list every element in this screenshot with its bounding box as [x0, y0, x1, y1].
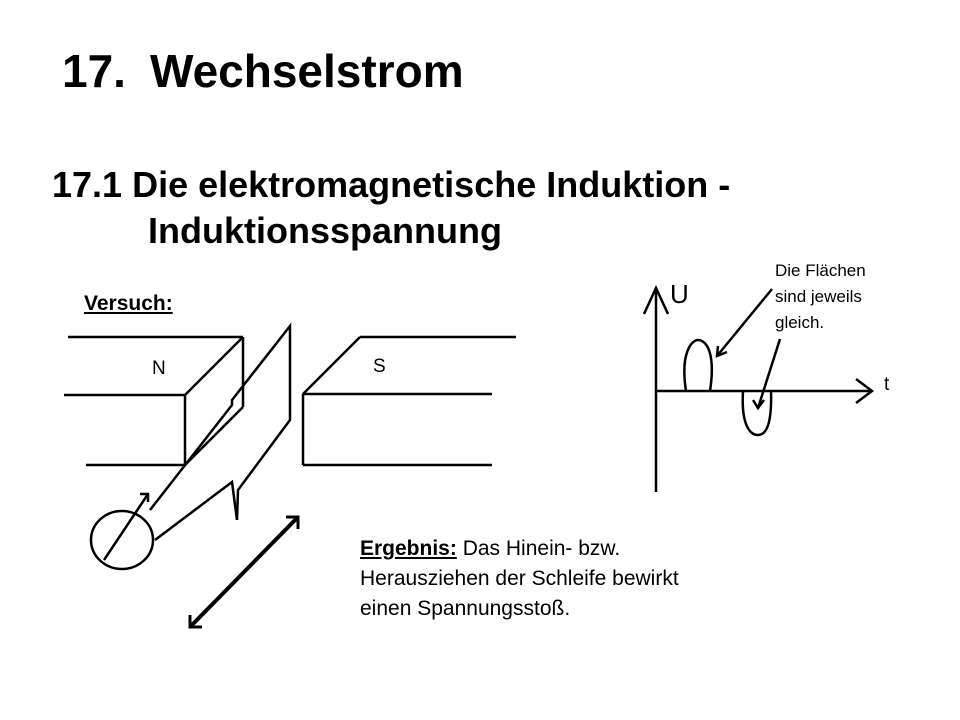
graph-x-label: t	[884, 374, 890, 395]
north-pole-label: N	[152, 358, 166, 379]
experiment-label: Versuch:	[84, 292, 173, 315]
area-note-line-3: gleich.	[775, 313, 825, 332]
south-pole-label: S	[373, 356, 386, 377]
result-text: Ergebnis: Das Hinein- bzw. Herausziehen …	[360, 534, 679, 624]
voltage-time-graph	[642, 285, 875, 492]
positive-pulse	[683, 338, 714, 392]
result-line-3: einen Spannungsstoß.	[360, 597, 571, 620]
result-line-1: Das Hinein- bzw.	[456, 537, 621, 560]
result-label: Ergebnis:	[360, 537, 457, 560]
pointer-arrowhead-lower	[751, 399, 765, 411]
motion-arrow	[188, 515, 300, 629]
title-number: 17.	[62, 45, 126, 97]
x-axis-arrowhead	[855, 378, 875, 404]
conductor-loop	[149, 322, 292, 541]
pointer-arrow-lower	[756, 338, 782, 409]
area-note-line-2: sind jeweils	[775, 287, 862, 306]
negative-pulse	[741, 390, 773, 437]
section-heading-line-2: Induktionsspannung	[148, 210, 502, 251]
section-heading-line-1: 17.1 Die elektromagnetische Induktion -	[52, 164, 731, 205]
area-note-line-1: Die Flächen	[775, 261, 866, 280]
title-text: Wechselstrom	[150, 45, 464, 97]
y-axis-arrowhead	[642, 285, 670, 315]
section-heading: 17.1 Die elektromagnetische Induktion - …	[52, 162, 730, 254]
voltmeter	[89, 492, 155, 571]
pointer-arrowhead-upper	[715, 345, 728, 358]
north-magnet	[64, 335, 245, 467]
area-note: Die Flächen sind jeweils gleich.	[775, 258, 866, 336]
graph-y-label: U	[670, 279, 689, 309]
page-title: 17. Wechselstrom	[62, 48, 464, 94]
south-magnet	[301, 335, 516, 467]
pointer-arrow-upper	[716, 288, 773, 357]
result-line-2: Herausziehen der Schleife bewirkt	[360, 567, 679, 590]
